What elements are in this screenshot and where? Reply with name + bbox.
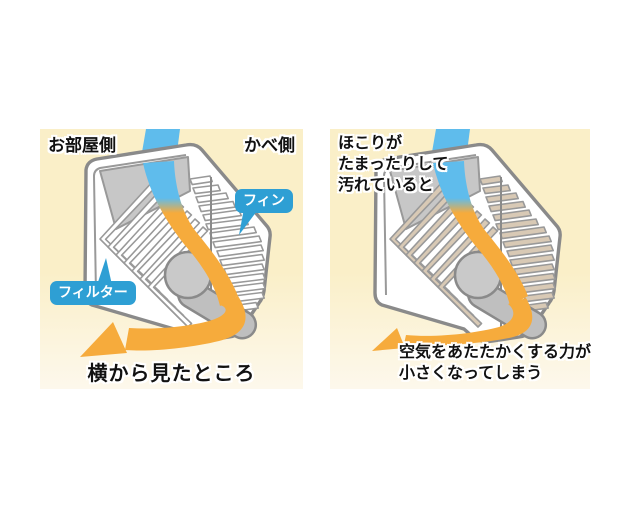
dust-note-line: 汚れていると [338,177,434,194]
dust-note-line: たまったりして [338,156,449,173]
side-view-caption: 横から見たところ [87,363,256,385]
weak-warm-air-out-stream [404,298,533,346]
right-panel: ほこりが たまったりして 汚れていると 空気をあたたかくする力が 小さくなってし… [330,129,591,389]
ac-unit-side-view-clean [80,129,272,357]
filter-badge: フィルター [50,281,136,305]
room-side-label: お部屋側 [48,136,116,155]
left-panel: お部屋側 かべ側 フィン フィルター 横から見たところ [40,129,303,389]
airflow-stream [433,161,528,306]
wall-side-label: かべ側 [244,136,295,155]
weak-warm-air-arrowhead [372,328,405,351]
dust-note: ほこりが たまったりして 汚れていると [338,133,448,196]
fin-badge: フィン [235,189,293,213]
airflow-stream [143,161,238,306]
dust-note-line: ほこりが [338,135,403,152]
reduced-heating-caption-line: 空気をあたたかくする力が [399,344,592,361]
warm-air-arrowhead [80,322,127,357]
ac-unit-side-view-dirty [372,129,562,351]
warm-air-out-stream [125,296,246,351]
reduced-heating-caption-line: 小さくなってしまう [399,365,543,382]
reduced-heating-caption: 空気をあたたかくする力が 小さくなってしまう [399,342,591,384]
